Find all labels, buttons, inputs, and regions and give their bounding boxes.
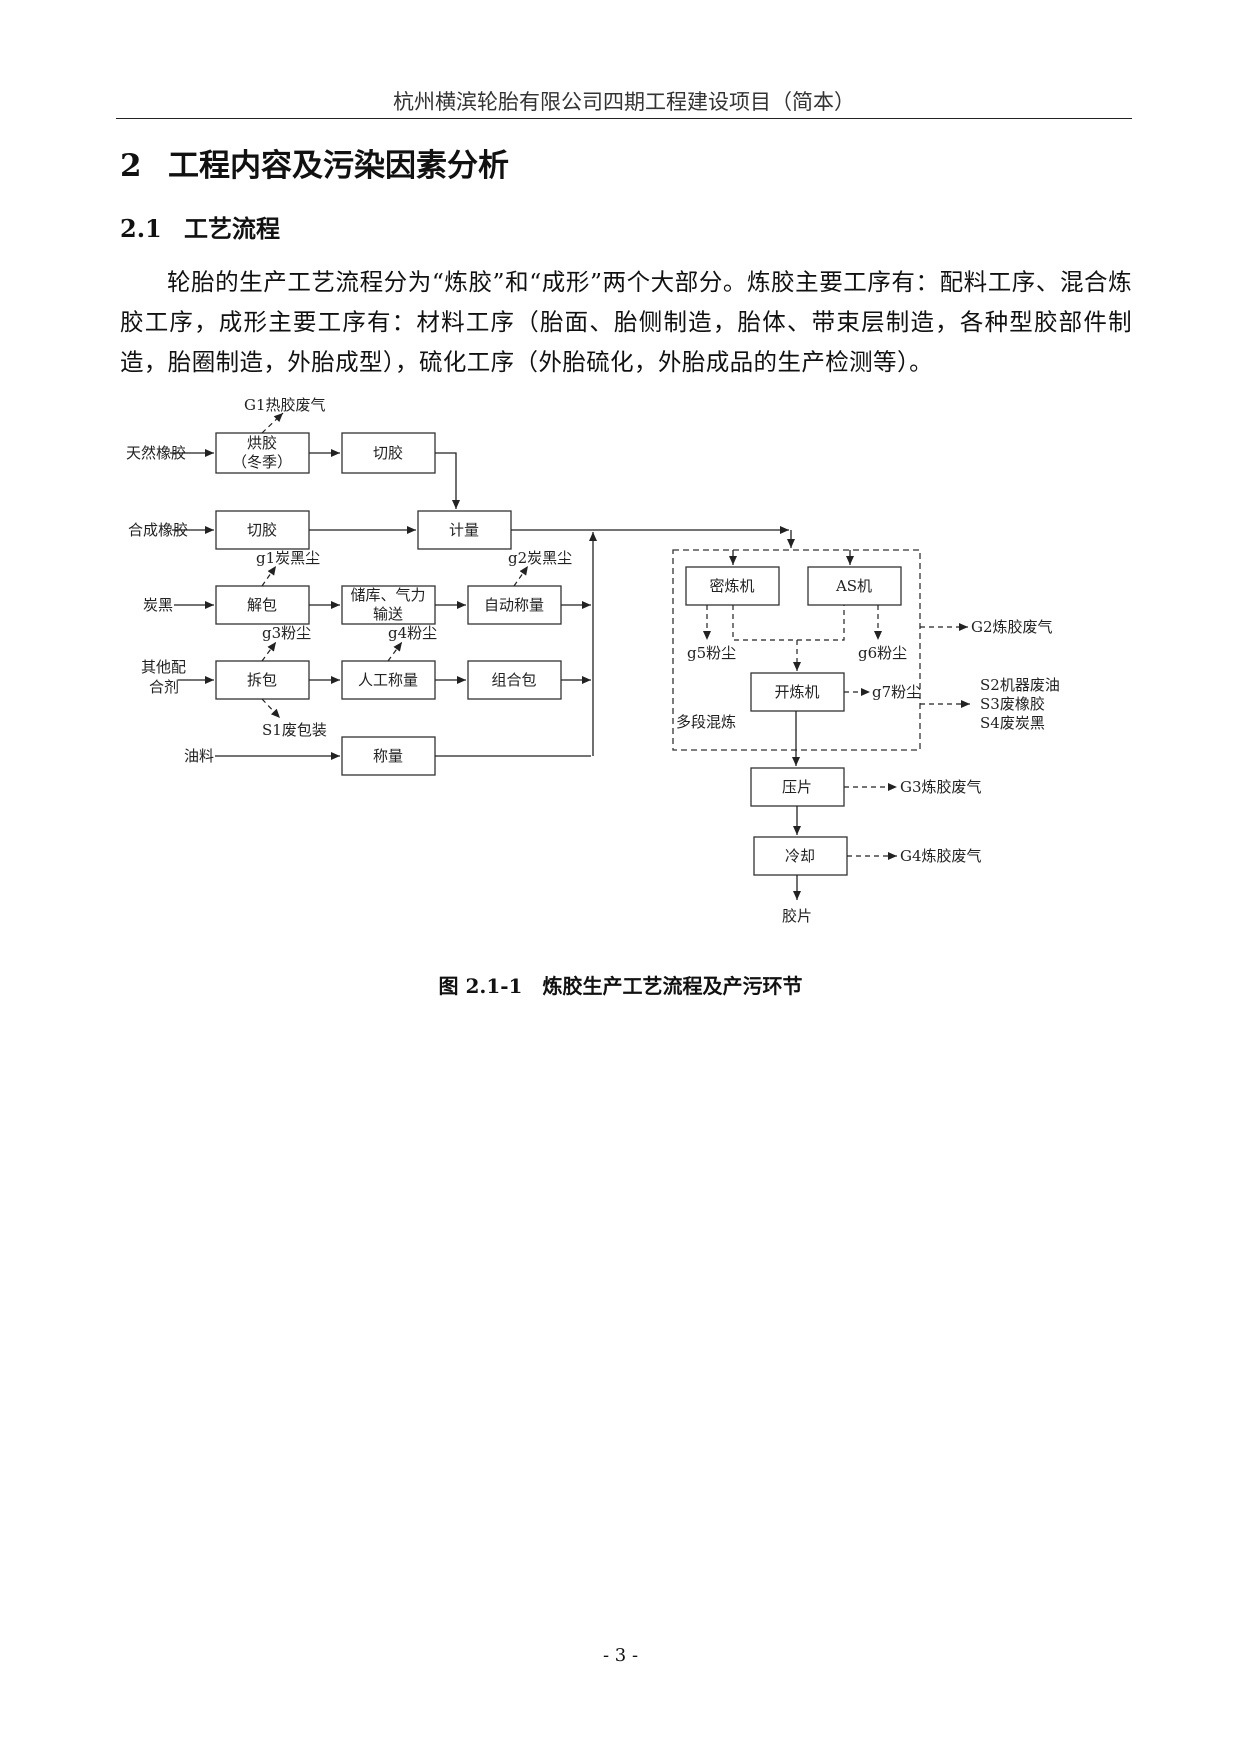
flow-line [435, 452, 460, 509]
input-synthetic-rubber: 合成橡胶 [128, 521, 188, 539]
emission-line [261, 412, 284, 434]
metering-label: 计量 [449, 521, 479, 539]
emission-G1: G1热胶废气 [244, 396, 326, 414]
subsection-heading: 2.1 工艺流程 [120, 209, 280, 244]
emission-S1: S1废包装 [262, 721, 327, 739]
combine-pack-label: 组合包 [491, 671, 536, 689]
banbury-label: 密炼机 [709, 577, 754, 595]
page-number: - 3 - [602, 1645, 639, 1666]
cut1-label: 切胶 [373, 444, 403, 462]
emission-S4: S4废炭黑 [980, 714, 1045, 732]
input-oil: 油料 [184, 747, 214, 765]
cut2-label: 切胶 [247, 521, 277, 539]
emission-g2: g2炭黑尘 [508, 549, 572, 567]
section-number: 2 [120, 148, 142, 184]
emission-g7: g7粉尘 [872, 683, 921, 701]
input-other-agents-line1: 其他配 [141, 658, 186, 676]
bake-label: 烘胶 [247, 434, 277, 452]
input-natural-rubber: 天然橡胶 [126, 444, 186, 462]
emission-line [261, 641, 277, 662]
emission-g4: g4粉尘 [388, 624, 437, 642]
auto-weigh-label: 自动称量 [484, 596, 544, 614]
header-divider [116, 118, 1132, 119]
as-mixer-box [807, 566, 902, 606]
running-header: 杭州横滨轮胎有限公司四期工程建设项目（简本） [393, 90, 855, 114]
emission-line [261, 698, 281, 719]
as-mixer-label: AS机 [835, 577, 872, 595]
process-flow-diagram: 天然橡胶 合成橡胶 炭黑 其他配 合剂 油料 烘胶 （冬季） 切胶 切胶 计量 … [126, 396, 1060, 925]
emission-G2: G2炼胶废气 [971, 618, 1053, 636]
emission-g5: g5粉尘 [687, 644, 736, 662]
output-label: 胶片 [782, 907, 812, 925]
unpack-label: 解包 [247, 596, 277, 614]
process-flow-figure: 天然橡胶 合成橡胶 炭黑 其他配 合剂 油料 烘胶 （冬季） 切胶 切胶 计量 … [126, 396, 1060, 925]
manual-weigh-label: 人工称量 [358, 671, 418, 689]
subsection-number: 2.1 [120, 214, 162, 243]
emission-line [387, 641, 403, 662]
bake-sublabel: （冬季） [232, 453, 292, 471]
multi-stage-label: 多段混炼 [676, 713, 736, 731]
subsection-title: 工艺流程 [184, 214, 280, 243]
figure-caption-title: 炼胶生产工艺流程及产污环节 [542, 974, 803, 998]
emission-G4: G4炼胶废气 [900, 847, 982, 865]
input-other-agents-line2: 合剂 [149, 678, 179, 696]
input-carbon-black: 炭黑 [143, 596, 173, 614]
emission-g1: g1炭黑尘 [256, 549, 320, 567]
emission-line [261, 565, 277, 587]
emission-g6: g6粉尘 [858, 644, 907, 662]
weigh-label: 称量 [373, 747, 403, 765]
tear-pack-label: 拆包 [247, 671, 277, 689]
emission-G3: G3炼胶废气 [900, 778, 982, 796]
open-mill-label: 开炼机 [774, 683, 819, 701]
section-title: 工程内容及污染因素分析 [168, 148, 509, 184]
sheeting-label: 压片 [782, 778, 812, 796]
emission-line [732, 605, 845, 641]
emission-S3: S3废橡胶 [980, 695, 1045, 713]
storage-sublabel: 输送 [373, 605, 403, 623]
emission-line [513, 565, 529, 587]
figure-caption: 图 2.1-1 炼胶生产工艺流程及产污环节 [0, 970, 1241, 999]
cooling-label: 冷却 [785, 847, 815, 865]
section-heading: 2 工程内容及污染因素分析 [120, 140, 509, 185]
figure-caption-number: 图 2.1-1 [438, 974, 523, 998]
body-paragraph: 轮胎的生产工艺流程分为“炼胶”和“成形”两个大部分。炼胶主要工序有：配料工序、混… [120, 268, 1132, 376]
storage-label: 储库、气力 [350, 586, 425, 604]
emission-S2: S2机器废油 [980, 676, 1060, 694]
emission-g3: g3粉尘 [262, 624, 311, 642]
